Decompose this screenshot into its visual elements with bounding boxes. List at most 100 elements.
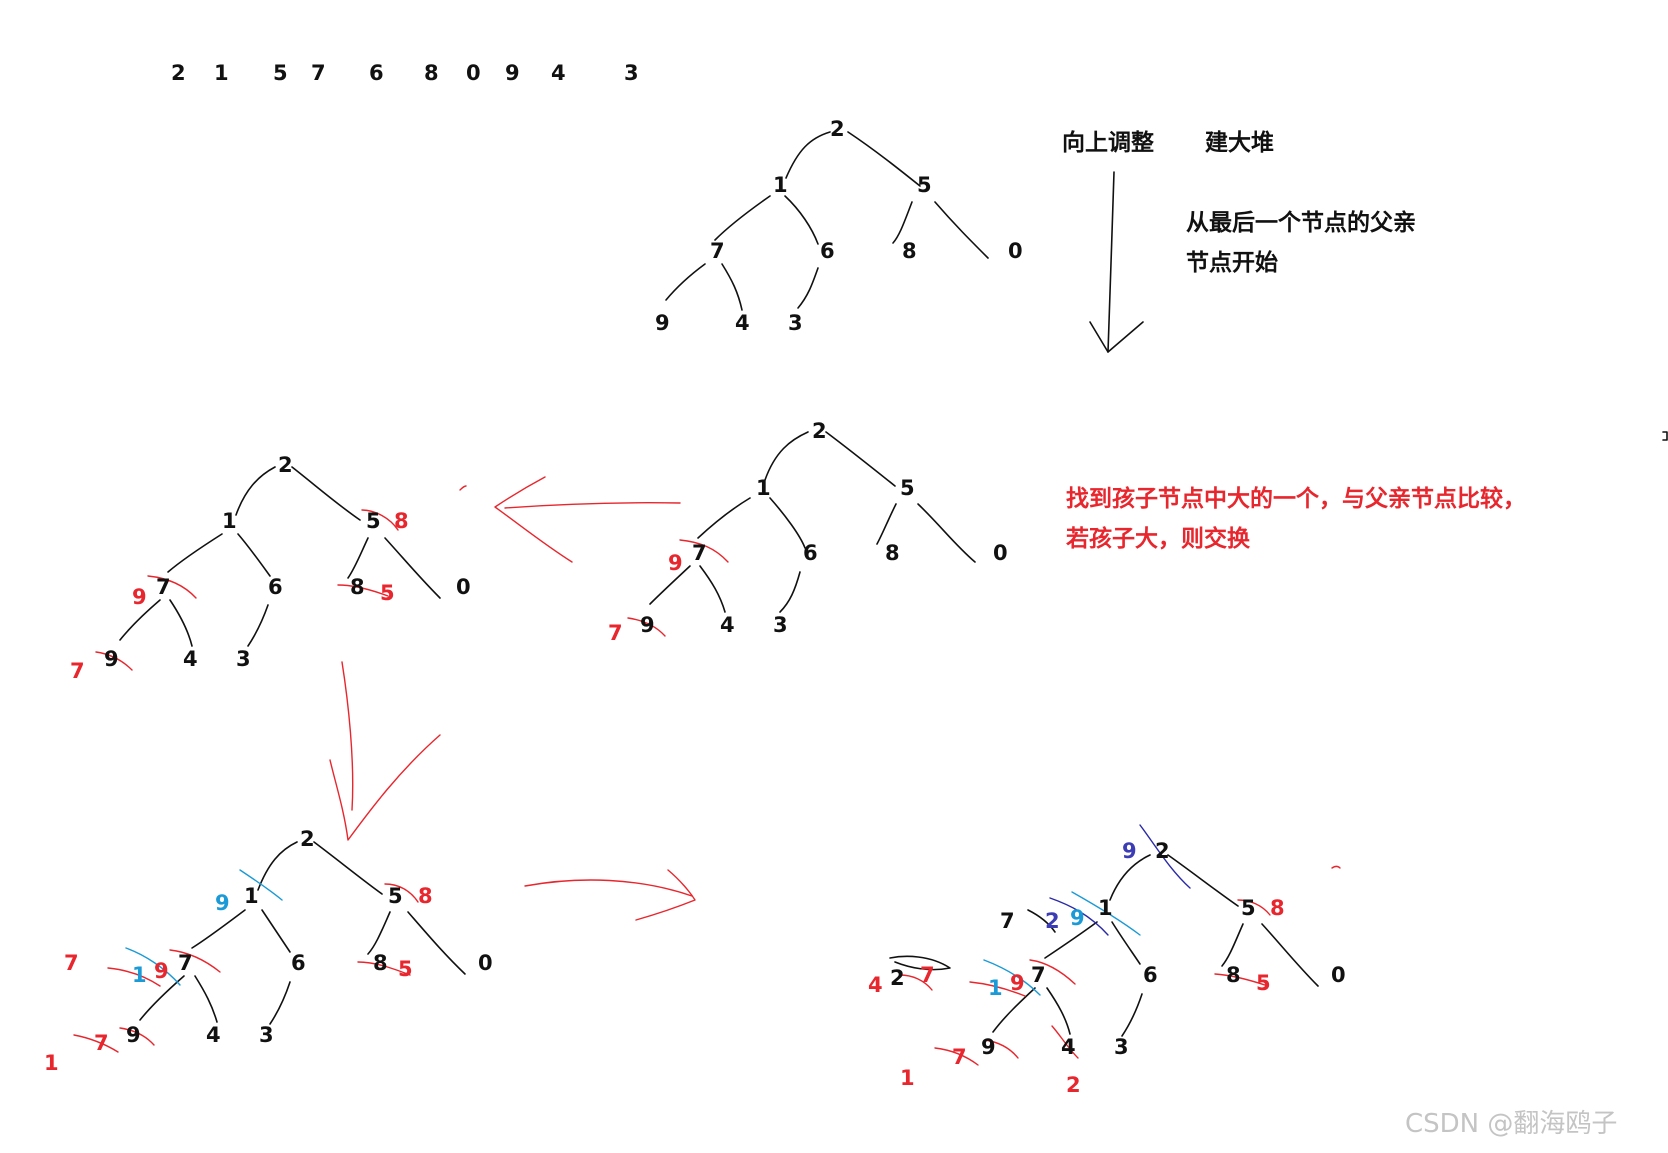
sequence-item: 6: [369, 61, 384, 85]
sequence-item: 8: [424, 61, 439, 85]
swap-mark: 7: [608, 621, 623, 645]
tree-node: 6: [803, 541, 818, 565]
tree-step-2: 2 1 5 7 6 8 0 9 4 3 8 9 5 7: [70, 453, 471, 683]
swap-mark: 2: [890, 966, 905, 990]
sequence-item: 0: [466, 61, 481, 85]
swap-mark: 9: [1122, 839, 1137, 863]
tree-node: 5: [1241, 896, 1256, 920]
tree-node: 9: [640, 613, 655, 637]
note-start-line1: 从最后一个节点的父亲: [1186, 209, 1416, 236]
tree-node: 3: [236, 647, 251, 671]
tree-node: 8: [885, 541, 900, 565]
swap-mark: 9: [1070, 906, 1085, 930]
note-heap-type: 建大堆: [1205, 130, 1274, 156]
tree-node: 1: [244, 884, 259, 908]
tree-node: 0: [993, 541, 1008, 565]
swap-mark: 8: [394, 509, 409, 533]
swap-mark: 9: [1010, 971, 1025, 995]
sequence-item: 7: [311, 61, 326, 85]
tree-node: 1: [773, 173, 788, 197]
swap-mark: 9: [668, 551, 683, 575]
tree-node: 9: [104, 647, 119, 671]
tree-step-3: 2 1 5 7 6 8 0 9 4 3 9 8 7 1 9 5 7 1: [44, 827, 493, 1075]
tree-node: 3: [788, 311, 803, 335]
swap-mark: 4: [868, 973, 883, 997]
tree-node: 7: [156, 575, 171, 599]
tree-node: 9: [126, 1023, 141, 1047]
tree-node: 5: [900, 476, 915, 500]
tree-node: 2: [278, 453, 293, 477]
note-rule-line2: 若孩子大，则交换: [1066, 525, 1251, 552]
tree-node: 0: [1331, 963, 1346, 987]
tree-node: 9: [655, 311, 670, 335]
swap-mark: 1: [900, 1066, 915, 1090]
notes: 向上调整 建大堆 从最后一个节点的父亲 节点开始 找到孩子节点中大的一个，与父亲…: [1062, 129, 1526, 552]
swap-mark: 7: [94, 1031, 109, 1055]
sequence-item: 9: [505, 61, 520, 85]
sequence-item: 2: [171, 61, 186, 85]
down-arrow-red-icon: [329, 661, 441, 841]
left-arrow-icon: [459, 476, 681, 563]
swap-mark: 8: [1270, 896, 1285, 920]
tree-node: 7: [692, 541, 707, 565]
tree-node: 5: [388, 884, 403, 908]
sequence-item: 5: [273, 61, 288, 85]
swap-mark: 9: [215, 891, 230, 915]
tree-node: 0: [478, 951, 493, 975]
swap-mark: 1: [44, 1051, 59, 1075]
tree-node: 4: [720, 613, 735, 637]
watermark: CSDN @翻海鸥子: [1405, 1109, 1617, 1139]
tree-node: 1: [1098, 896, 1113, 920]
tree-node: 2: [812, 419, 827, 443]
swap-mark: 9: [154, 959, 169, 983]
down-arrow-icon: [1089, 171, 1144, 353]
tree-node: 1: [222, 509, 237, 533]
tree-node: 9: [981, 1035, 996, 1059]
tree-node: 8: [902, 239, 917, 263]
tree-node: 1: [756, 476, 771, 500]
swap-mark: 7: [70, 659, 85, 683]
swap-mark: 1: [988, 976, 1003, 1000]
swap-mark: 7: [1000, 909, 1015, 933]
sequence-item: 1: [214, 61, 229, 85]
right-arrow-icon: [524, 869, 696, 921]
tree-node: 7: [1031, 963, 1046, 987]
note-rule-line1: 找到孩子节点中大的一个，与父亲节点比较，: [1066, 485, 1526, 512]
swap-mark: 7: [952, 1045, 967, 1069]
tree-initial: 2 1 5 7 6 8 0 9 4 3: [655, 117, 1023, 335]
sequence-item: 3: [624, 61, 639, 85]
tree-node: 6: [268, 575, 283, 599]
swap-mark: 8: [418, 884, 433, 908]
tree-node: 0: [456, 575, 471, 599]
tree-node: 4: [735, 311, 750, 335]
tree-node: 6: [820, 239, 835, 263]
tree-node: 2: [300, 827, 315, 851]
tree-node: 8: [373, 951, 388, 975]
tree-node: 2: [830, 117, 845, 141]
swap-mark: 7: [920, 963, 935, 987]
tree-node: 0: [1008, 239, 1023, 263]
swap-mark: 7: [64, 951, 79, 975]
swap-mark: 5: [1256, 971, 1271, 995]
tree-node: 8: [350, 575, 365, 599]
array-sequence: 2 1 5 7 6 8 0 9 4 3: [171, 61, 639, 85]
edge-mark: [1662, 431, 1668, 441]
tree-node: 3: [773, 613, 788, 637]
tree-node: 4: [206, 1023, 221, 1047]
tree-node: 7: [710, 239, 725, 263]
tree-step-4: 2 1 5 7 6 8 0 9 4 3 9 7 2 9 8 2 7 4 1 9 …: [868, 824, 1346, 1097]
swap-mark: 5: [398, 957, 413, 981]
swap-mark: 9: [132, 585, 147, 609]
swap-mark: 1: [132, 963, 147, 987]
tree-node: 2: [1155, 839, 1170, 863]
tree-node: 7: [178, 951, 193, 975]
swap-mark: 2: [1045, 909, 1060, 933]
tree-node: 6: [1143, 963, 1158, 987]
note-start-line2: 节点开始: [1186, 249, 1278, 276]
tree-node: 5: [917, 173, 932, 197]
tree-node: 8: [1226, 963, 1241, 987]
tree-node: 4: [183, 647, 198, 671]
tree-node: 5: [366, 509, 381, 533]
tree-node: 6: [291, 951, 306, 975]
